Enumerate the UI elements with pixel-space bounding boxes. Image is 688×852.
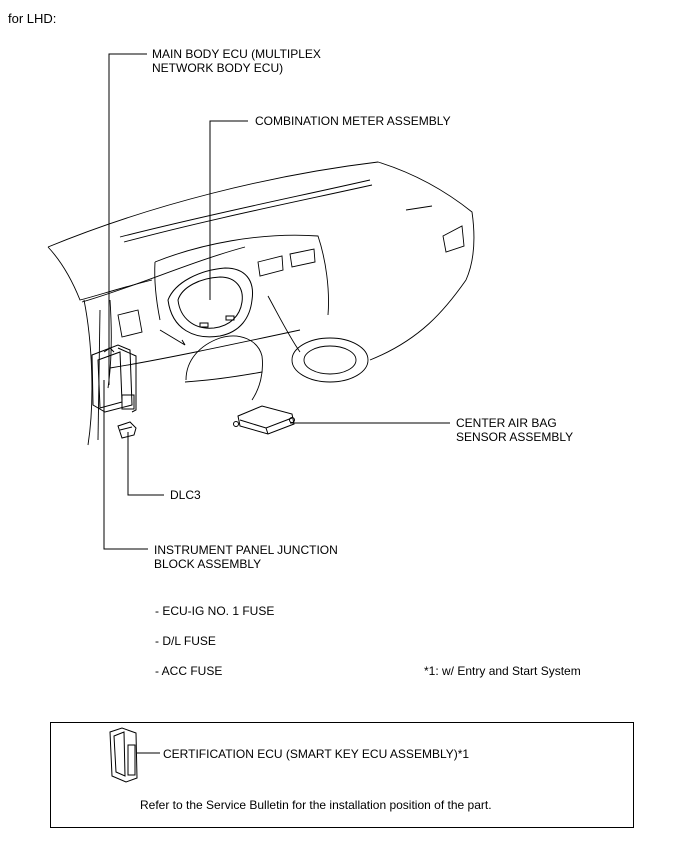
footnote: *1: w/ Entry and Start System xyxy=(424,664,581,678)
callout-dlc3: DLC3 xyxy=(170,488,201,502)
combination-meter-shape xyxy=(159,267,254,346)
callout-junction-block-line1: INSTRUMENT PANEL JUNCTION xyxy=(154,543,338,557)
fuse-item: - ECU-IG NO. 1 FUSE xyxy=(155,604,275,618)
leader-lines xyxy=(103,53,450,550)
leader-junction-block xyxy=(103,380,148,550)
center-airbag-shape xyxy=(233,405,295,435)
callout-combination-meter: COMBINATION METER ASSEMBLY xyxy=(255,114,451,128)
certification-ecu-label: CERTIFICATION ECU (SMART KEY ECU ASSEMBL… xyxy=(163,747,470,761)
junction-block-shape xyxy=(91,344,137,413)
callout-main-body-ecu-line2: NETWORK BODY ECU) xyxy=(152,61,284,75)
leader-combination-meter xyxy=(209,120,248,300)
dashboard-outline xyxy=(47,161,475,446)
callout-junction-block-line2: BLOCK ASSEMBLY xyxy=(154,557,262,571)
callout-center-air-bag-line1: CENTER AIR BAG xyxy=(456,416,557,430)
certification-ecu-shape xyxy=(109,727,160,783)
callout-main-body-ecu-line1: MAIN BODY ECU (MULTIPLEX xyxy=(152,47,321,61)
fuse-item: - ACC FUSE xyxy=(155,664,223,678)
leader-main-body-ecu xyxy=(108,53,147,385)
certification-ecu-box xyxy=(50,722,634,828)
dlc3-shape xyxy=(117,421,137,439)
leader-dlc3 xyxy=(127,432,164,496)
callout-center-air-bag-line2: SENSOR ASSEMBLY xyxy=(456,430,574,444)
fuse-item: - D/L FUSE xyxy=(155,634,216,648)
variant-label: for LHD: xyxy=(8,11,57,26)
certification-ecu-note: Refer to the Service Bulletin for the in… xyxy=(140,798,492,812)
